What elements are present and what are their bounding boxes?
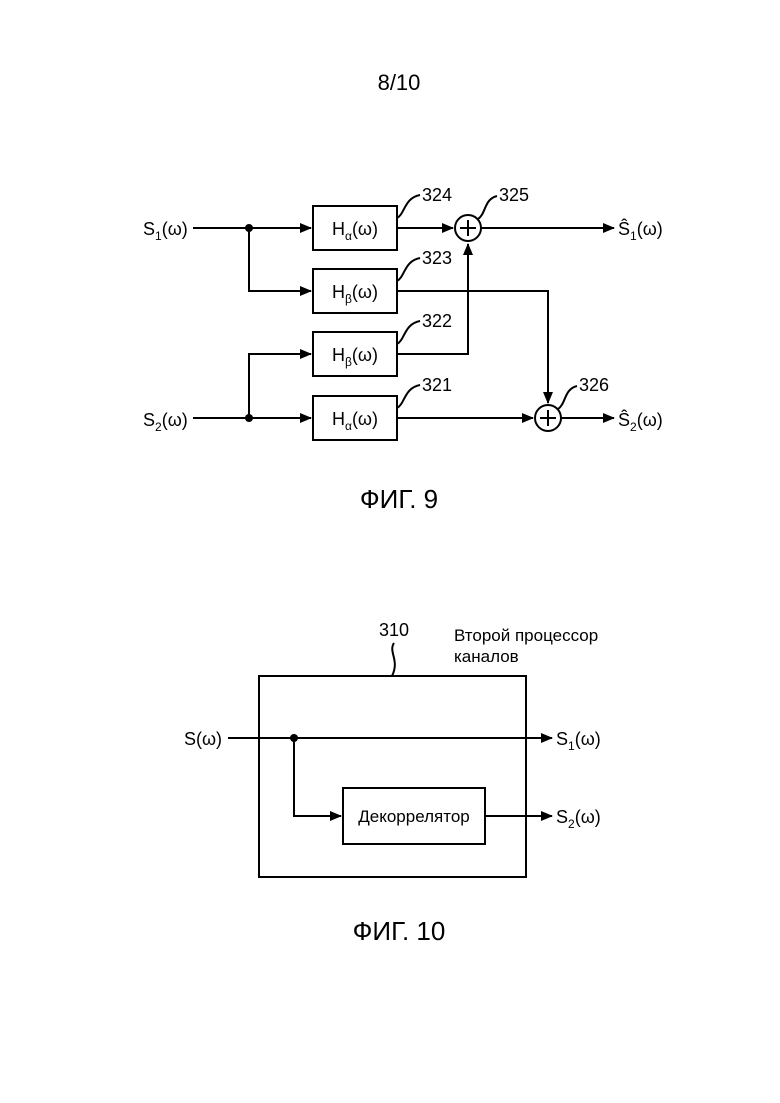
ref-324: 324 xyxy=(422,185,452,205)
ref-323: 323 xyxy=(422,248,452,268)
figure-10: 310 Второй процессор каналов S(ω) Декорр… xyxy=(184,620,601,946)
decorrelator-label: Декоррелятор xyxy=(358,807,469,826)
ref-310: 310 xyxy=(379,620,409,640)
page-number: 8/10 xyxy=(378,70,421,95)
fig10-to-decorrelator-wire xyxy=(294,738,341,816)
fig10-input-label: S(ω) xyxy=(184,729,222,749)
s2-to-h-beta-322-wire xyxy=(249,354,311,418)
h-beta-323-to-adder-326-wire xyxy=(397,291,548,403)
leader-310 xyxy=(392,643,395,676)
s1-to-h-beta-323-wire xyxy=(249,228,311,291)
output-s2-hat-label: Ŝ2(ω) xyxy=(618,409,663,434)
figure-10-caption: ФИГ. 10 xyxy=(353,916,446,946)
leader-324 xyxy=(397,195,420,218)
fig10-output-s2-label: S2(ω) xyxy=(556,807,601,831)
leader-326 xyxy=(558,386,577,409)
input-s2-label: S2(ω) xyxy=(143,410,188,434)
ref-322: 322 xyxy=(422,311,452,331)
ref-321: 321 xyxy=(422,375,452,395)
leader-322 xyxy=(397,321,420,344)
ref-326: 326 xyxy=(579,375,609,395)
leader-321 xyxy=(397,385,420,408)
output-s1-hat-label: Ŝ1(ω) xyxy=(618,218,663,243)
second-channel-processor-box xyxy=(259,676,526,877)
processor-title-line2: каналов xyxy=(454,647,519,666)
leader-325 xyxy=(478,196,497,219)
ref-325: 325 xyxy=(499,185,529,205)
figure-9: S1(ω) S2(ω) Hα(ω) Hβ(ω) Hβ(ω) Hα(ω) 324 … xyxy=(143,185,663,514)
input-s1-label: S1(ω) xyxy=(143,219,188,243)
fig10-output-s1-label: S1(ω) xyxy=(556,729,601,753)
processor-title-line1: Второй процессор xyxy=(454,626,598,645)
figure-9-caption: ФИГ. 9 xyxy=(360,484,438,514)
leader-323 xyxy=(397,258,420,281)
